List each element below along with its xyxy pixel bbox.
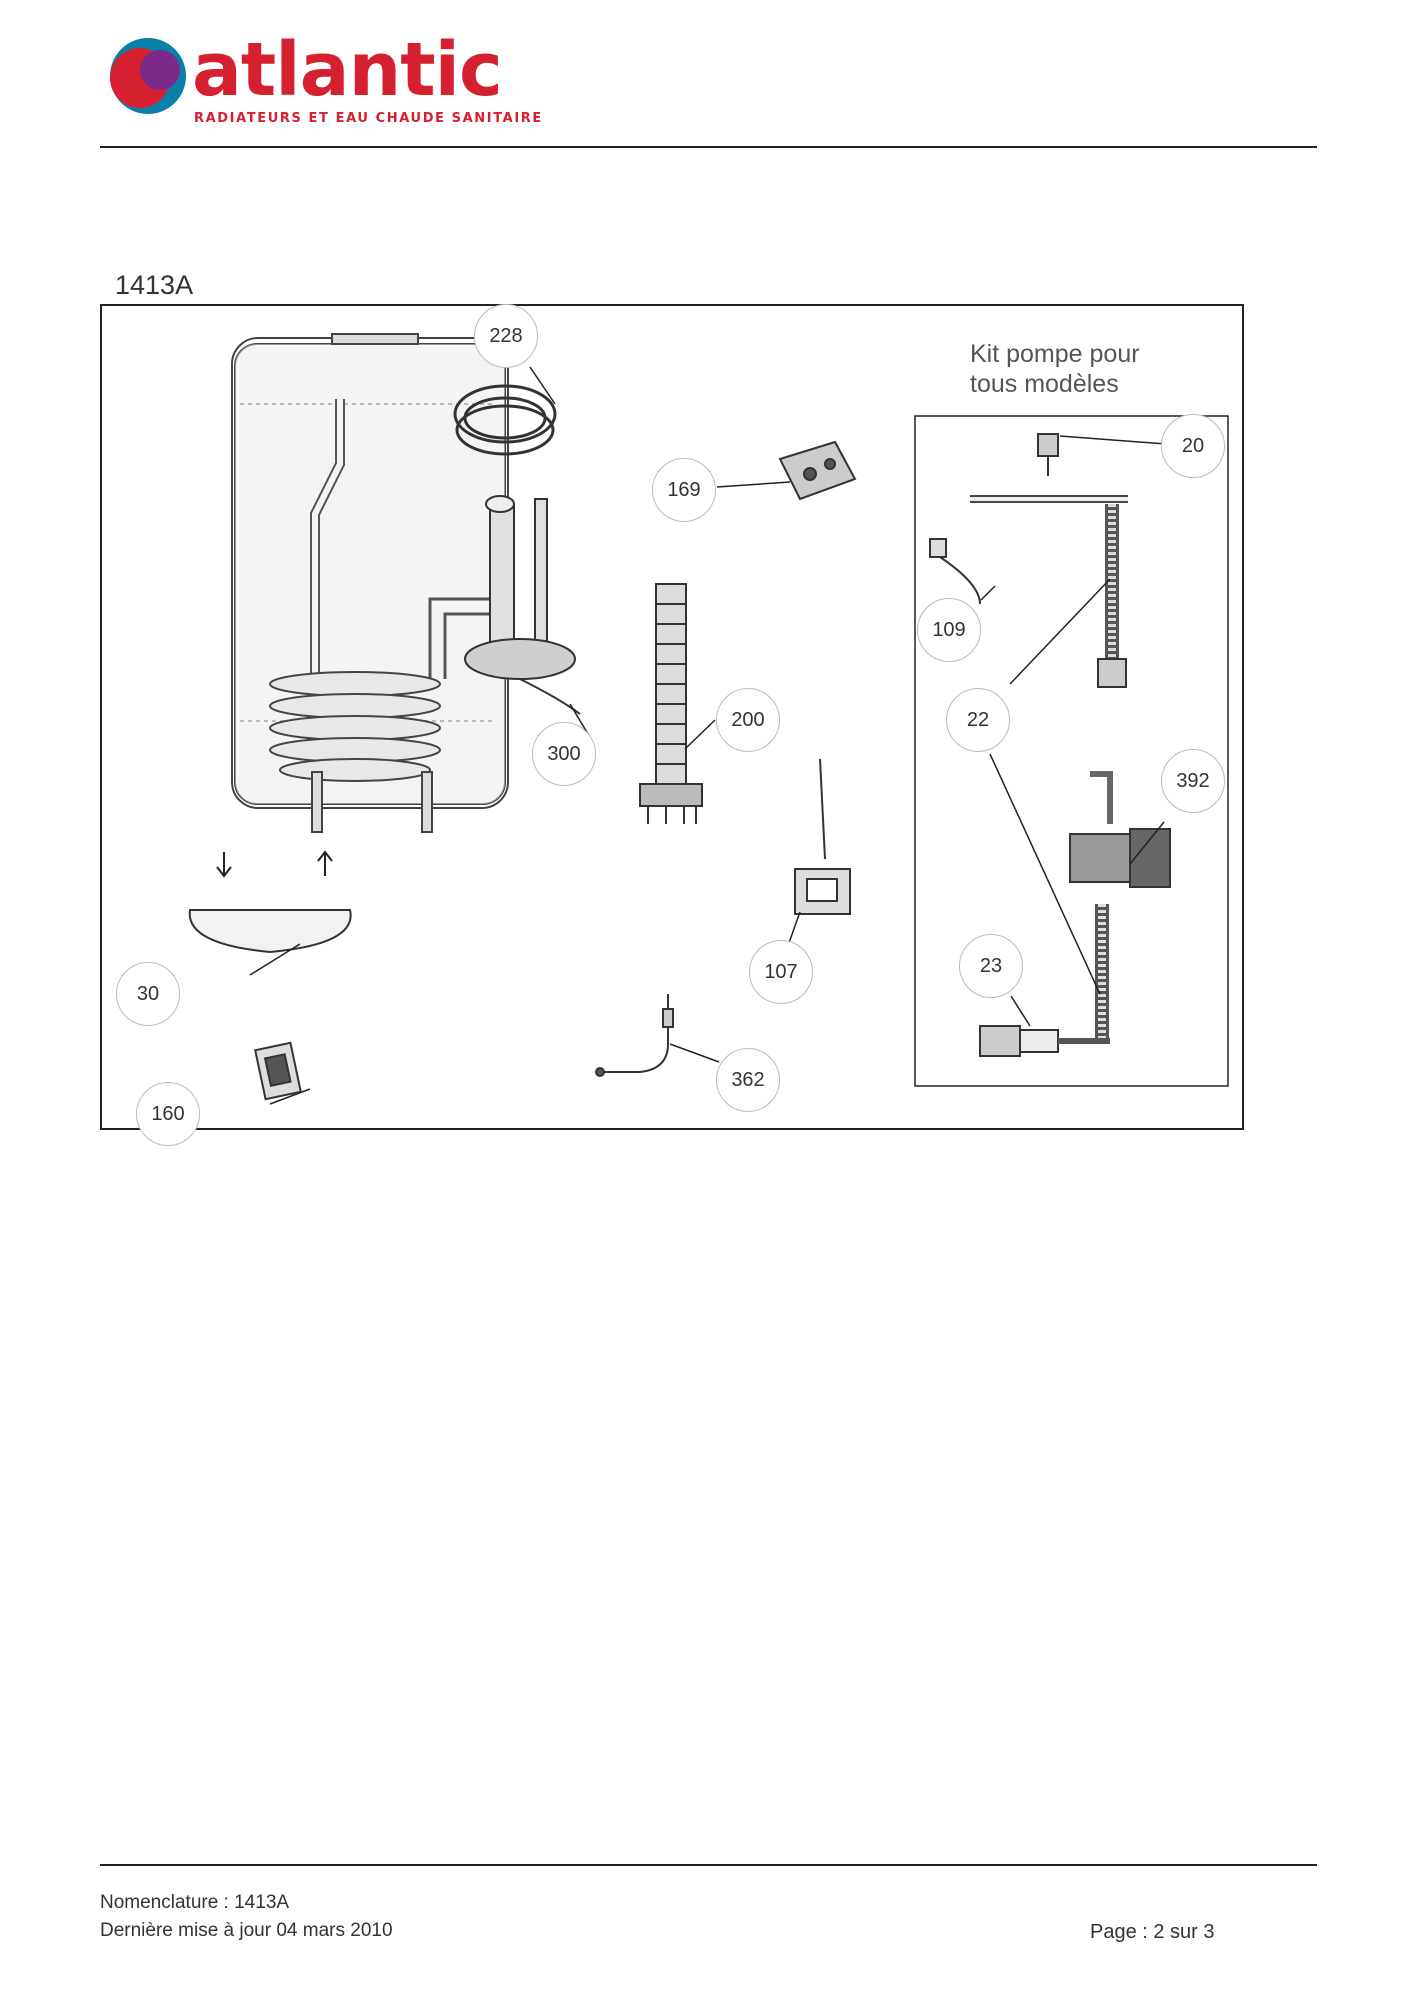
parts-drawing	[100, 304, 1244, 1130]
callout-228: 228	[474, 304, 538, 368]
footer-page-number: Page : 2 sur 3	[1090, 1921, 1215, 1943]
part-169-thermostat	[778, 440, 857, 501]
callout-300: 300	[532, 722, 596, 786]
atlantic-logo	[100, 30, 520, 130]
callout-200: 200	[716, 688, 780, 752]
callout-22: 22	[946, 688, 1010, 752]
callout-109: 109	[917, 598, 981, 662]
callout-362: 362	[716, 1048, 780, 1112]
part-228-gasket	[453, 384, 557, 456]
brand-name: atlantic	[192, 27, 503, 113]
parts-diagram: Kit pompe pour tous modèles 228 169 20 1…	[100, 304, 1244, 1146]
footer-nomenclature: Nomenclature : 1413A	[100, 1892, 290, 1913]
water-heater-tank	[231, 333, 509, 833]
callout-392: 392	[1161, 749, 1225, 813]
callout-169: 169	[652, 458, 716, 522]
model-title: 1413A	[115, 270, 194, 300]
leader-lines	[249, 366, 1194, 1105]
part-362-probe	[595, 994, 674, 1077]
callout-30: 30	[116, 962, 180, 1026]
callout-20: 20	[1161, 414, 1225, 478]
part-107-thermostat	[794, 758, 851, 915]
part-200-element	[639, 583, 703, 824]
logo-mark-icon	[110, 38, 186, 114]
kit-pompe-title: Kit pompe pour tous modèles	[970, 340, 1140, 398]
footer-rule	[100, 1864, 1317, 1866]
callout-23: 23	[959, 934, 1023, 998]
footer-updated: Dernière mise à jour 04 mars 2010	[100, 1920, 393, 1941]
callout-107: 107	[749, 940, 813, 1004]
brand-tagline: RADIATEURS ET EAU CHAUDE SANITAIRE	[194, 111, 543, 126]
part-160-switch	[254, 1041, 302, 1101]
header-rule	[100, 146, 1317, 148]
part-300-flange	[464, 495, 581, 715]
flow-arrows	[216, 850, 333, 878]
callout-160: 160	[136, 1082, 200, 1146]
pump-kit	[929, 433, 1171, 1057]
